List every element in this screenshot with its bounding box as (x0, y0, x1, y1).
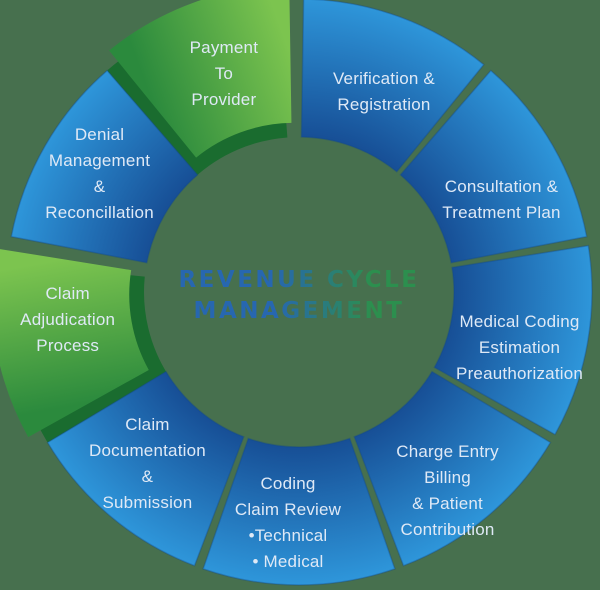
segment-claim-documentation-submission (46, 370, 245, 567)
segment-label-line: Charge Entry (396, 441, 499, 461)
segment-label-line: Consultation & (444, 177, 559, 196)
segment-label-line: Submission (102, 492, 193, 512)
segment-label-line: Estimation (478, 337, 561, 357)
segment-medical-coding-estimation-preauthorization (433, 244, 593, 436)
segment-label-line: Medical Coding (459, 311, 580, 331)
segment-label-line: Adjudication (20, 310, 116, 330)
segment-label-line: Claim (45, 284, 90, 304)
segment-label-line: Billing (424, 467, 471, 487)
segment-label-line: Coding (260, 474, 316, 493)
segment-charge-entry-billing-patient-contribution (353, 370, 552, 567)
segment-label-consultation-treatment-plan: Consultation & Treatment Plan (442, 174, 560, 226)
segment-label-line: Treatment Plan (442, 203, 561, 222)
segment-label-line: & (141, 466, 154, 486)
segment-verification-registration (300, 0, 485, 173)
segment-label-line: Management (48, 151, 151, 170)
segment-label-line: Payment (189, 37, 259, 57)
segment-denial-management-reconcillation (10, 69, 199, 264)
segment-label-line: Claim (125, 414, 170, 434)
segment-label-line: Claim Review (234, 500, 342, 519)
segment-label-line: Preauthorization (456, 363, 584, 383)
segment-consultation-treatment-plan (399, 69, 588, 264)
segment-coding-claim-review-technical-medical (202, 437, 396, 586)
center-title-line1: REVENUE CYCLE (178, 265, 419, 296)
segment-label-line: • Medical (252, 552, 324, 571)
segment-label-line: Process (36, 336, 100, 356)
segment-payment-to-provider (109, 0, 292, 158)
segment-label-line: Reconcillation (45, 203, 154, 222)
segment-label-line: Contribution (400, 519, 495, 539)
segment-label-verification-registration: Verification & Registration (333, 66, 435, 118)
segment-claim-adjudication-process (0, 249, 149, 438)
segment-label-line: •Technical (248, 526, 328, 545)
segment-label-line: Denial (74, 125, 125, 144)
segment-label-line: Registration (337, 94, 431, 114)
segment-label-line: & (93, 177, 106, 196)
segment-label-line: To (214, 63, 234, 83)
center-title-line2: MANAGEMENT (178, 296, 419, 327)
segment-label-line: Verification & (332, 68, 435, 88)
segment-label-line: & Patient (412, 493, 483, 513)
segment-label-line: Provider (191, 89, 257, 109)
segment-label-line: Documentation (88, 440, 206, 460)
center-title: REVENUE CYCLE MANAGEMENT (178, 265, 419, 327)
